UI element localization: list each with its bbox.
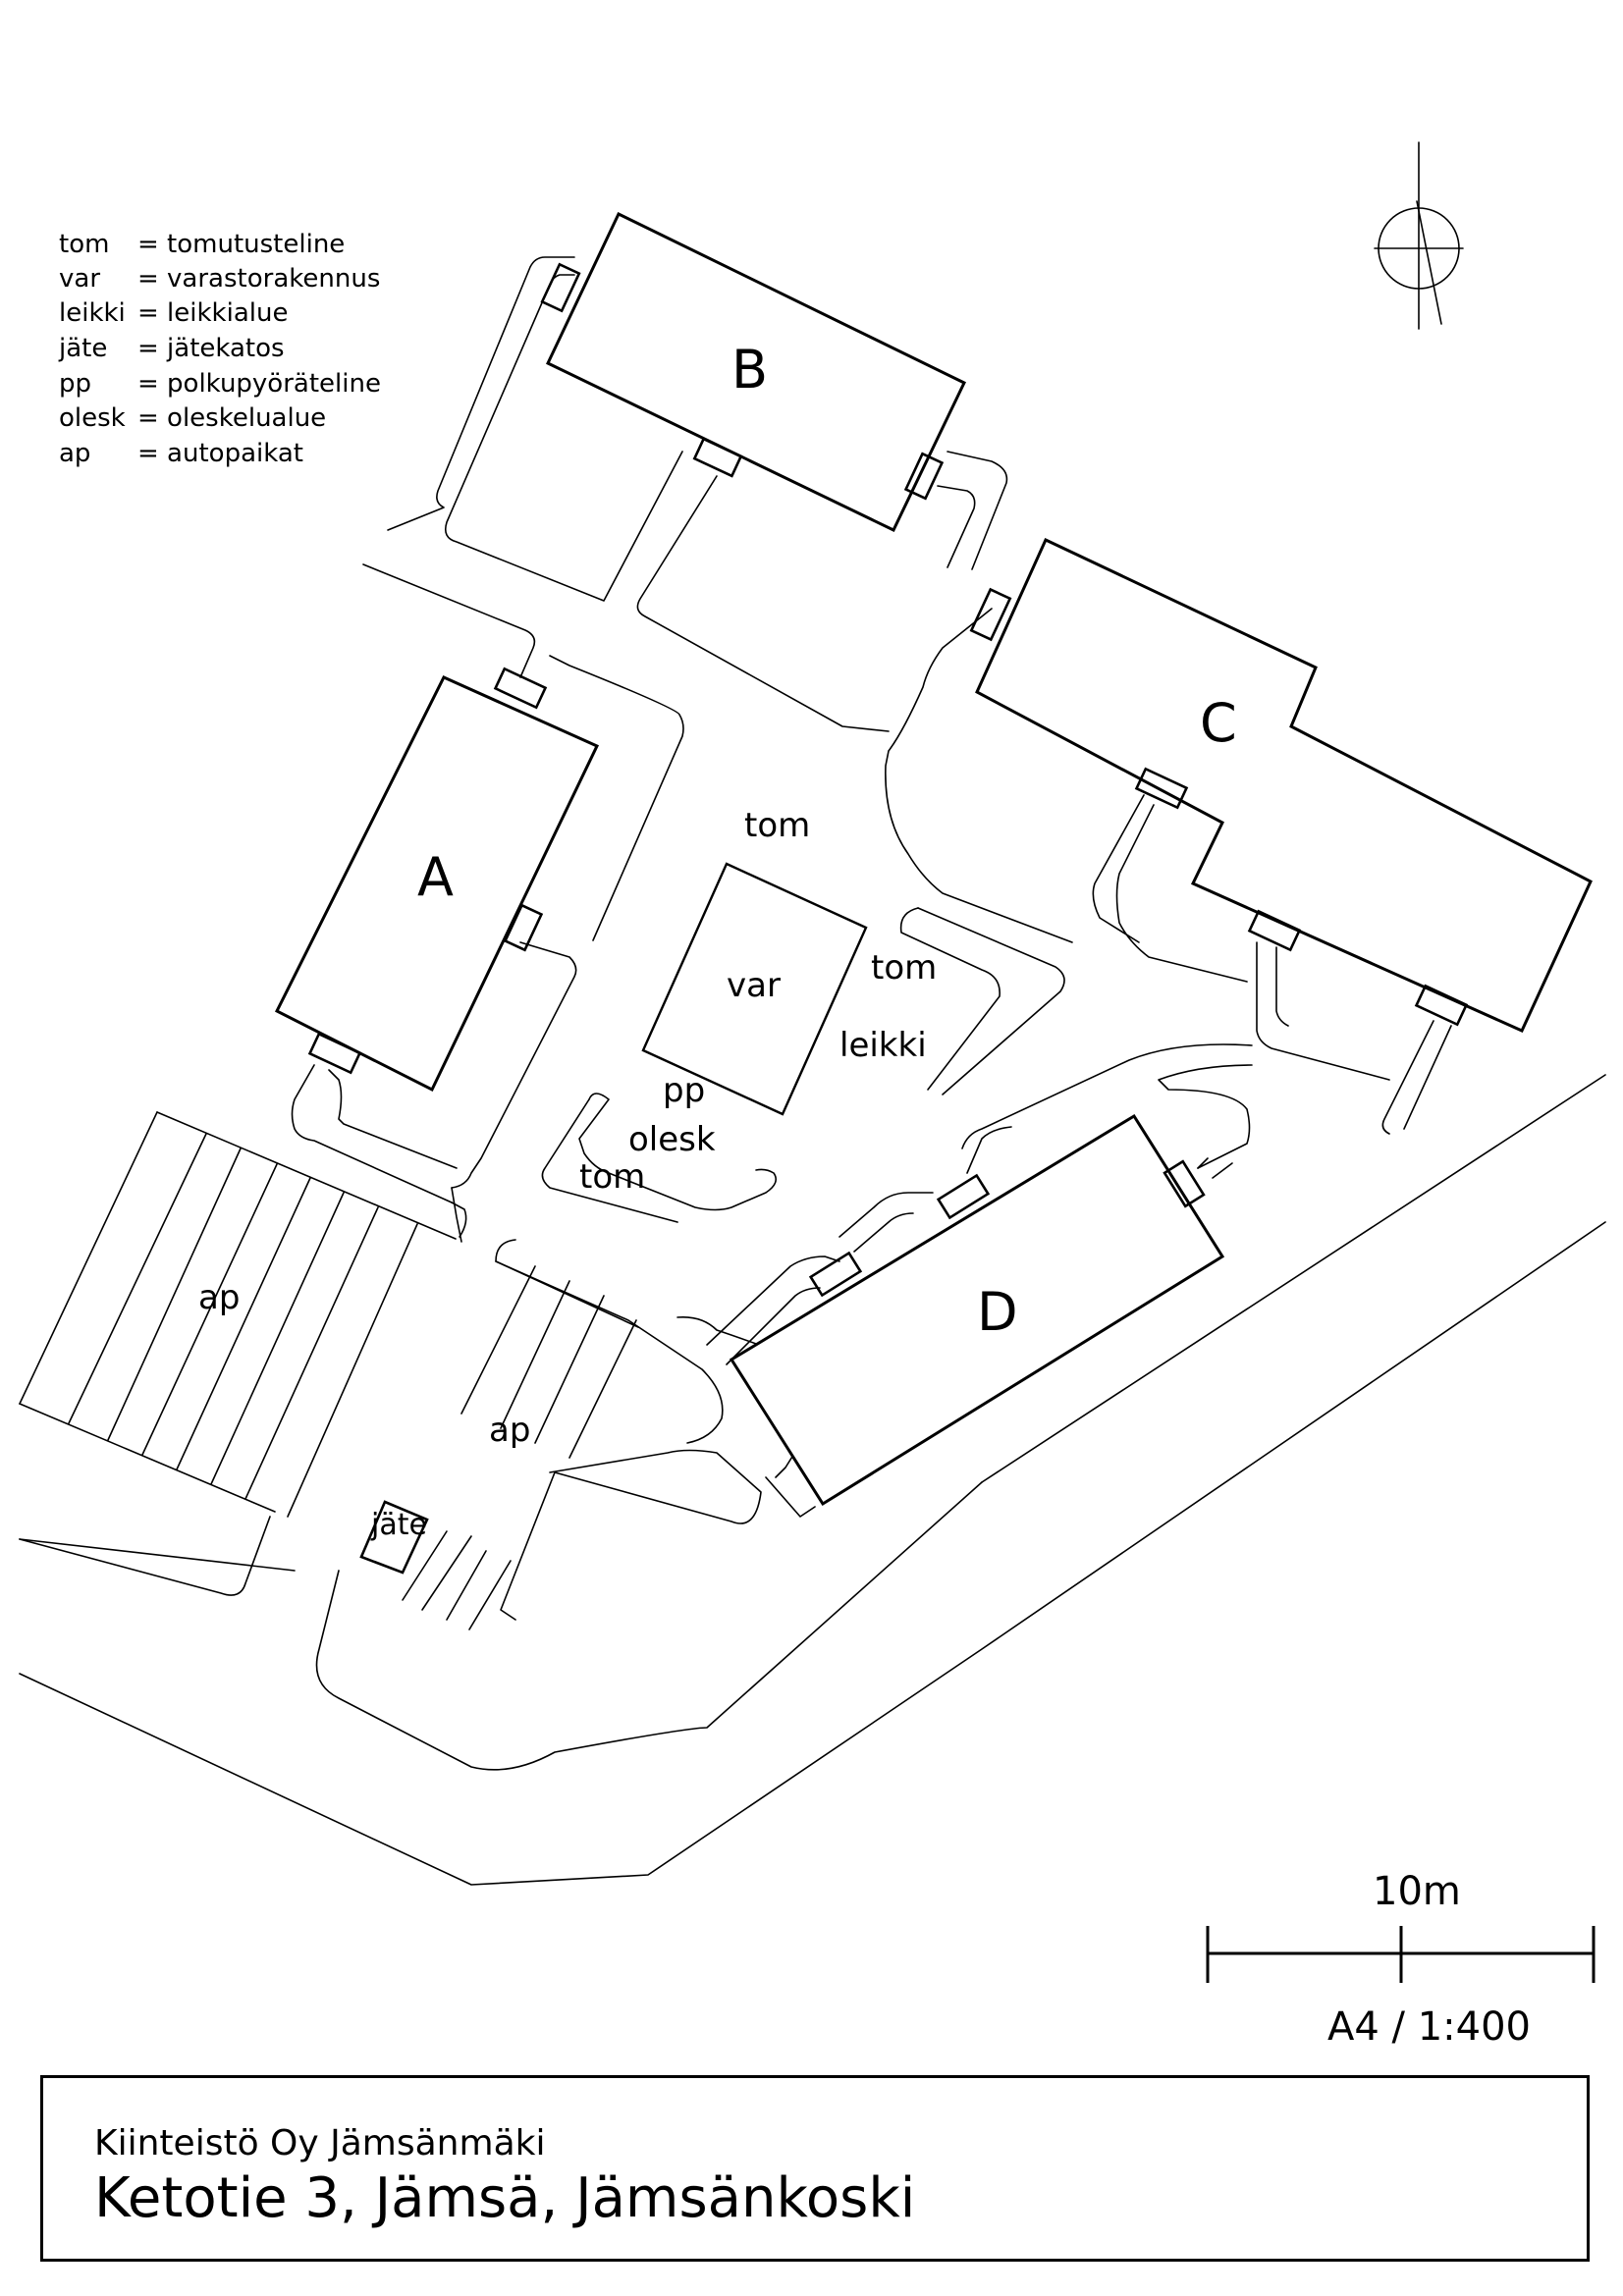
legend-abbr-leikki: leikki xyxy=(59,298,126,328)
building-b-label: B xyxy=(731,339,768,400)
legend-desc-leikki: = leikkialue xyxy=(137,298,288,328)
pp-label: pp xyxy=(663,1071,705,1110)
legend-abbr-jate: jäte xyxy=(58,334,107,363)
legend-abbr-ap: ap xyxy=(59,439,90,468)
building-d-label: D xyxy=(977,1281,1018,1343)
walkways xyxy=(19,256,1606,1886)
legend-abbr-olesk: olesk xyxy=(59,403,126,433)
building-c: C xyxy=(969,537,1593,1033)
waste-shelter: jäte xyxy=(359,1500,429,1575)
title-block: Kiinteistö Oy Jämsänmäki Ketotie 3, Jäms… xyxy=(40,2075,1590,2262)
legend-desc-var: = varastorakennus xyxy=(137,264,380,294)
jate-label: jäte xyxy=(370,1508,427,1542)
olesk-label: olesk xyxy=(628,1120,716,1159)
building-b: B xyxy=(540,211,966,533)
building-a-label: A xyxy=(417,846,454,908)
var-label: var xyxy=(727,966,781,1005)
storage-building-var: var xyxy=(641,862,868,1116)
legend-abbr-pp: pp xyxy=(59,369,91,399)
legend-desc-ap: = autopaikat xyxy=(137,439,303,468)
building-c-label: C xyxy=(1200,692,1237,754)
legend-abbr-var: var xyxy=(59,264,100,294)
legend-desc-olesk: = oleskelualue xyxy=(137,403,326,433)
legend-desc-tom: = tomutusteline xyxy=(137,230,345,259)
title-owner: Kiinteistö Oy Jämsänmäki xyxy=(94,2123,546,2163)
legend-desc-jate: = jätekatos xyxy=(137,334,285,363)
leikki-label: leikki xyxy=(839,1026,927,1065)
building-d: D xyxy=(729,1113,1225,1507)
tom-label-3: tom xyxy=(579,1157,645,1197)
legend-abbr-tom: tom xyxy=(59,230,109,259)
north-arrow-icon xyxy=(1374,141,1464,330)
tom-label-2: tom xyxy=(871,948,937,988)
title-address: Ketotie 3, Jämsä, Jämsänkoski xyxy=(94,2166,916,2230)
tom-label-1: tom xyxy=(744,806,810,845)
ap-label-1: ap xyxy=(198,1278,240,1317)
legend-desc-pp: = polkupyöräteline xyxy=(137,369,381,399)
scale-distance: 10m xyxy=(1373,1869,1461,1914)
scale-ratio: A4 / 1:400 xyxy=(1327,2004,1531,2050)
building-a: A xyxy=(274,667,600,1093)
legend: tom = tomutusteline var = varastorakennu… xyxy=(58,230,381,468)
ap-label-2: ap xyxy=(489,1411,530,1450)
scale-bar: 10m A4 / 1:400 xyxy=(1206,1869,1596,2050)
